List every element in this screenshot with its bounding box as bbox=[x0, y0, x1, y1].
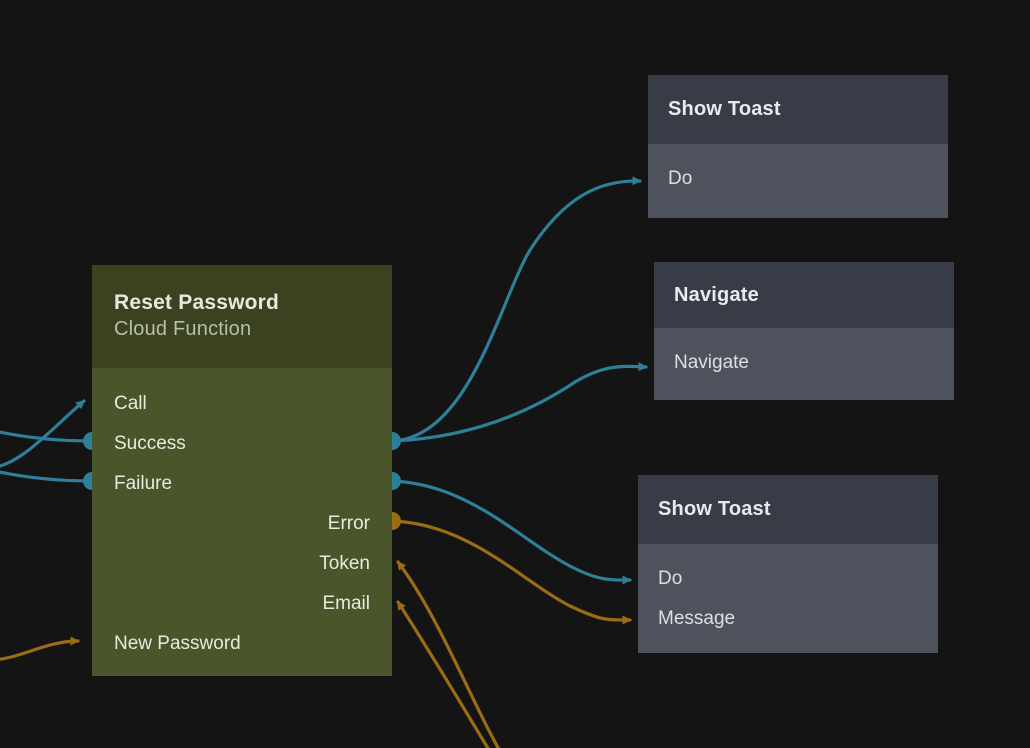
node-header[interactable]: Reset Password Cloud Function bbox=[92, 265, 392, 368]
port-success[interactable]: Success bbox=[114, 433, 186, 454]
slot-navigate[interactable]: Navigate bbox=[674, 352, 749, 373]
node-navigate[interactable]: Navigate Navigate bbox=[654, 262, 954, 400]
node-body: Do bbox=[648, 144, 948, 218]
node-title: Show Toast bbox=[668, 98, 781, 120]
slot-do[interactable]: Do bbox=[658, 568, 683, 589]
node-subtitle: Cloud Function bbox=[114, 318, 252, 340]
node-title: Show Toast bbox=[658, 498, 771, 520]
slot-do[interactable]: Do bbox=[668, 168, 693, 189]
node-reset-password[interactable]: Reset Password Cloud Function Call Succe… bbox=[92, 265, 392, 676]
slot-message[interactable]: Message bbox=[658, 608, 736, 629]
node-title: Navigate bbox=[674, 283, 759, 306]
node-header[interactable]: Show Toast bbox=[648, 75, 948, 144]
port-new-password[interactable]: New Password bbox=[114, 633, 241, 654]
port-call[interactable]: Call bbox=[114, 393, 147, 414]
port-email[interactable]: Email bbox=[322, 593, 370, 614]
node-show-toast-1[interactable]: Show Toast Do bbox=[648, 75, 948, 218]
node-title: Reset Password bbox=[114, 291, 280, 314]
node-body: Navigate bbox=[654, 328, 954, 400]
port-token[interactable]: Token bbox=[319, 553, 370, 574]
node-body: Call Success Failure New Password Error … bbox=[92, 368, 392, 676]
node-body: Do Message bbox=[638, 544, 938, 653]
port-error[interactable]: Error bbox=[327, 513, 370, 534]
node-show-toast-2[interactable]: Show Toast Do Message bbox=[638, 475, 938, 653]
node-header[interactable]: Navigate bbox=[654, 262, 954, 328]
port-failure[interactable]: Failure bbox=[114, 473, 173, 494]
node-header[interactable]: Show Toast bbox=[638, 475, 938, 544]
